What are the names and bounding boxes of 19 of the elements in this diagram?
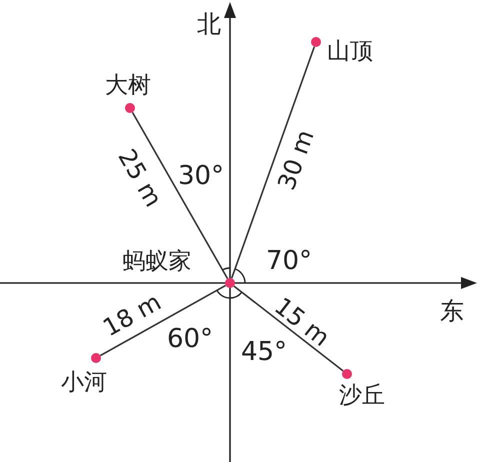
direction-label: 东 (440, 299, 464, 323)
point-dot (91, 353, 101, 363)
connector-line (233, 285, 344, 372)
connector-line (100, 284, 226, 356)
place-label: 小河 (61, 372, 107, 394)
point-dot (225, 278, 235, 288)
direction-label: 北 (197, 12, 221, 36)
point-dot (311, 37, 321, 47)
connector-line (132, 112, 228, 280)
point-dot (342, 369, 352, 379)
angle-label: 30° (178, 163, 224, 189)
connector-line (230, 46, 316, 279)
angle-label: 60° (166, 326, 214, 352)
place-label: 沙丘 (339, 384, 385, 408)
place-label: 山顶 (327, 40, 373, 64)
point-dot (125, 103, 135, 113)
place-label: 大树 (105, 74, 151, 98)
place-label: 蚂蚁家 (122, 250, 192, 274)
angle-label: 70° (266, 248, 312, 274)
